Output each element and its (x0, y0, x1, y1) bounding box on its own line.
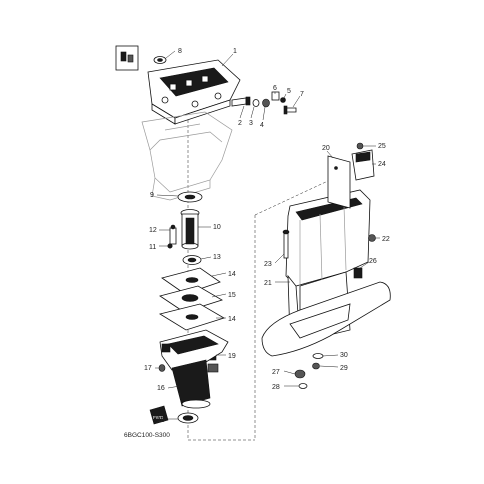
callout-7: 7 (300, 91, 304, 98)
part-22-bolt (368, 234, 376, 242)
callout-14-lower: 14 (228, 316, 236, 323)
callout-5: 5 (287, 88, 291, 95)
fwd-label: FWD (153, 415, 164, 420)
part-24-bracket (351, 149, 375, 181)
callout-9: 9 (150, 192, 154, 199)
part-14-lower-gasket (158, 303, 225, 331)
part-29-plug (312, 362, 320, 370)
part-8-grommet (153, 56, 167, 64)
parts-11-12-screws (167, 224, 177, 249)
callout-15: 15 (228, 292, 236, 299)
callout-22: 22 (382, 236, 390, 243)
callout-6: 6 (273, 85, 277, 92)
part-1-upper-casing (147, 59, 241, 125)
part-25-bolt (356, 142, 364, 150)
part-15-plate (159, 285, 223, 313)
callout-26: 26 (369, 258, 377, 265)
callout-2: 2 (238, 120, 242, 127)
part-26-bolt (353, 267, 363, 279)
callout-17: 17 (144, 365, 152, 372)
diagram-code: 6BGC100-S300 (124, 432, 170, 439)
part-17-bolt (158, 364, 166, 372)
part-16-oil-pan (159, 329, 229, 409)
parts-2-to-7-bolts (231, 91, 297, 115)
callout-29: 29 (340, 365, 348, 372)
callout-27: 27 (272, 369, 280, 376)
callout-14-upper: 14 (228, 271, 236, 278)
callout-8: 8 (178, 48, 182, 55)
part-20-plate (327, 155, 351, 209)
callout-4: 4 (260, 122, 264, 129)
callout-23: 23 (264, 261, 272, 268)
part-23-bolt (282, 229, 290, 259)
callout-21: 21 (264, 280, 272, 287)
engine-ghost-outline (141, 111, 233, 201)
callout-24: 24 (378, 161, 386, 168)
part-9-gasket (177, 191, 203, 203)
callout-20: 20 (322, 145, 330, 152)
callout-30: 30 (340, 352, 348, 359)
fwd-direction-marker: FWD (149, 405, 169, 425)
callout-16: 16 (157, 385, 165, 392)
callout-11: 11 (149, 244, 156, 251)
callout-3: 3 (249, 120, 253, 127)
detail-box-screw (115, 45, 139, 71)
callout-18: 18 (157, 417, 165, 424)
part-28-gasket (298, 383, 308, 389)
callout-25: 25 (378, 143, 386, 150)
part-27-drain-plug (294, 369, 306, 379)
anti-cavitation-plate (261, 281, 391, 357)
part-18-seal (177, 412, 199, 424)
callout-1: 1 (233, 48, 237, 55)
part-13-seal (182, 255, 202, 265)
part-14-upper-gasket (161, 267, 221, 295)
callout-12: 12 (149, 227, 157, 234)
part-10-water-pipe (180, 209, 200, 250)
callout-19: 19 (228, 353, 236, 360)
callout-10: 10 (213, 224, 221, 231)
callout-labels: 8 1 2 3 4 6 5 7 9 10 12 11 13 14 15 14 1… (144, 48, 390, 424)
callout-13: 13 (213, 254, 221, 261)
leader-lines (155, 50, 380, 420)
callout-28: 28 (272, 384, 280, 391)
part-30-washer (312, 353, 324, 359)
